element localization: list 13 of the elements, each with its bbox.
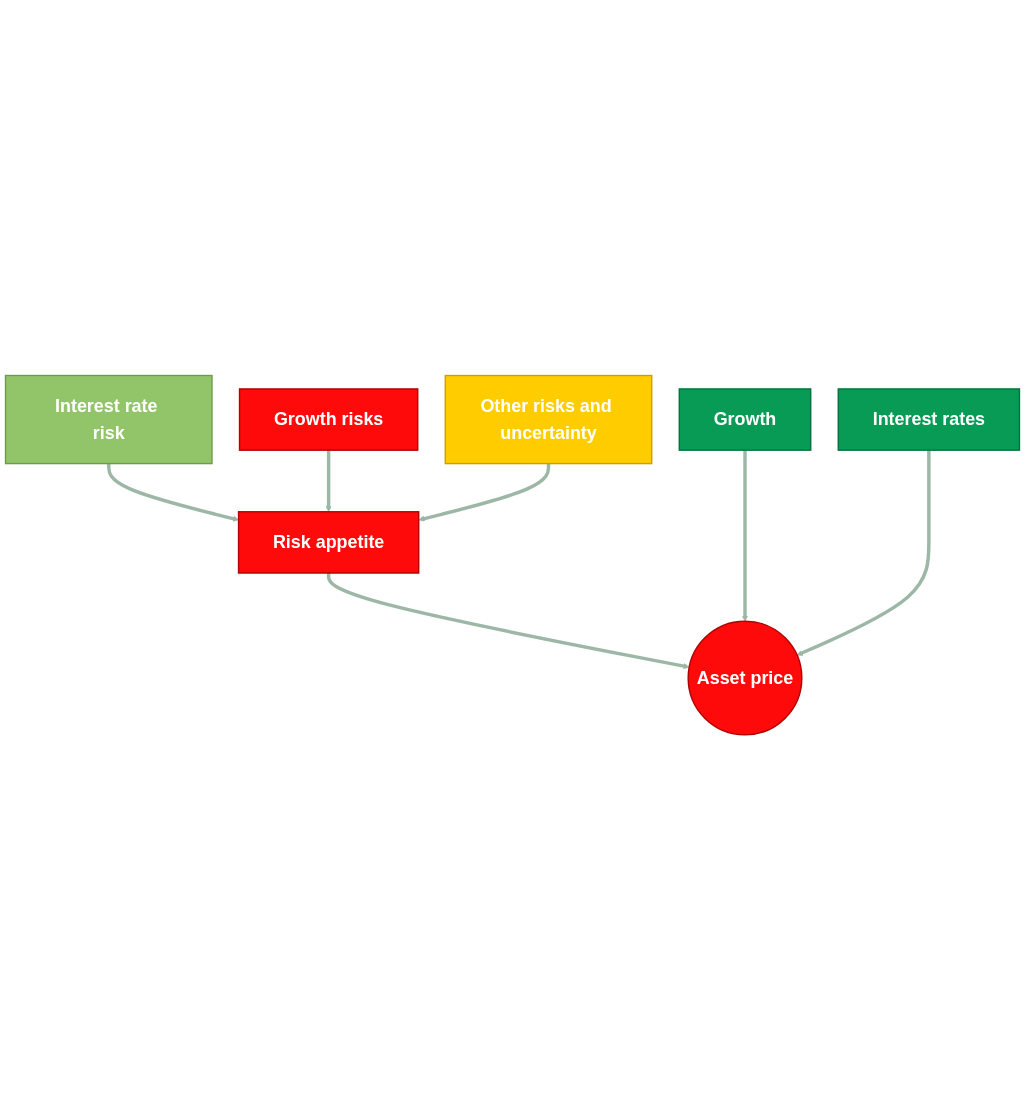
arrow	[107, 463, 239, 522]
node-box: Other risks and uncertainty	[444, 374, 653, 465]
arrow	[325, 450, 332, 512]
arrow	[418, 463, 551, 522]
node-circle: Asset price	[687, 620, 803, 736]
arrow	[796, 450, 931, 656]
node-box: Growth	[678, 388, 812, 451]
node-box: Interest rate risk	[4, 374, 213, 465]
node-box: Interest rates	[837, 388, 1021, 451]
node-box: Risk appetite	[237, 510, 420, 574]
node-box: Growth risks	[238, 388, 419, 451]
arrow	[326, 572, 690, 669]
arrow	[741, 450, 749, 622]
